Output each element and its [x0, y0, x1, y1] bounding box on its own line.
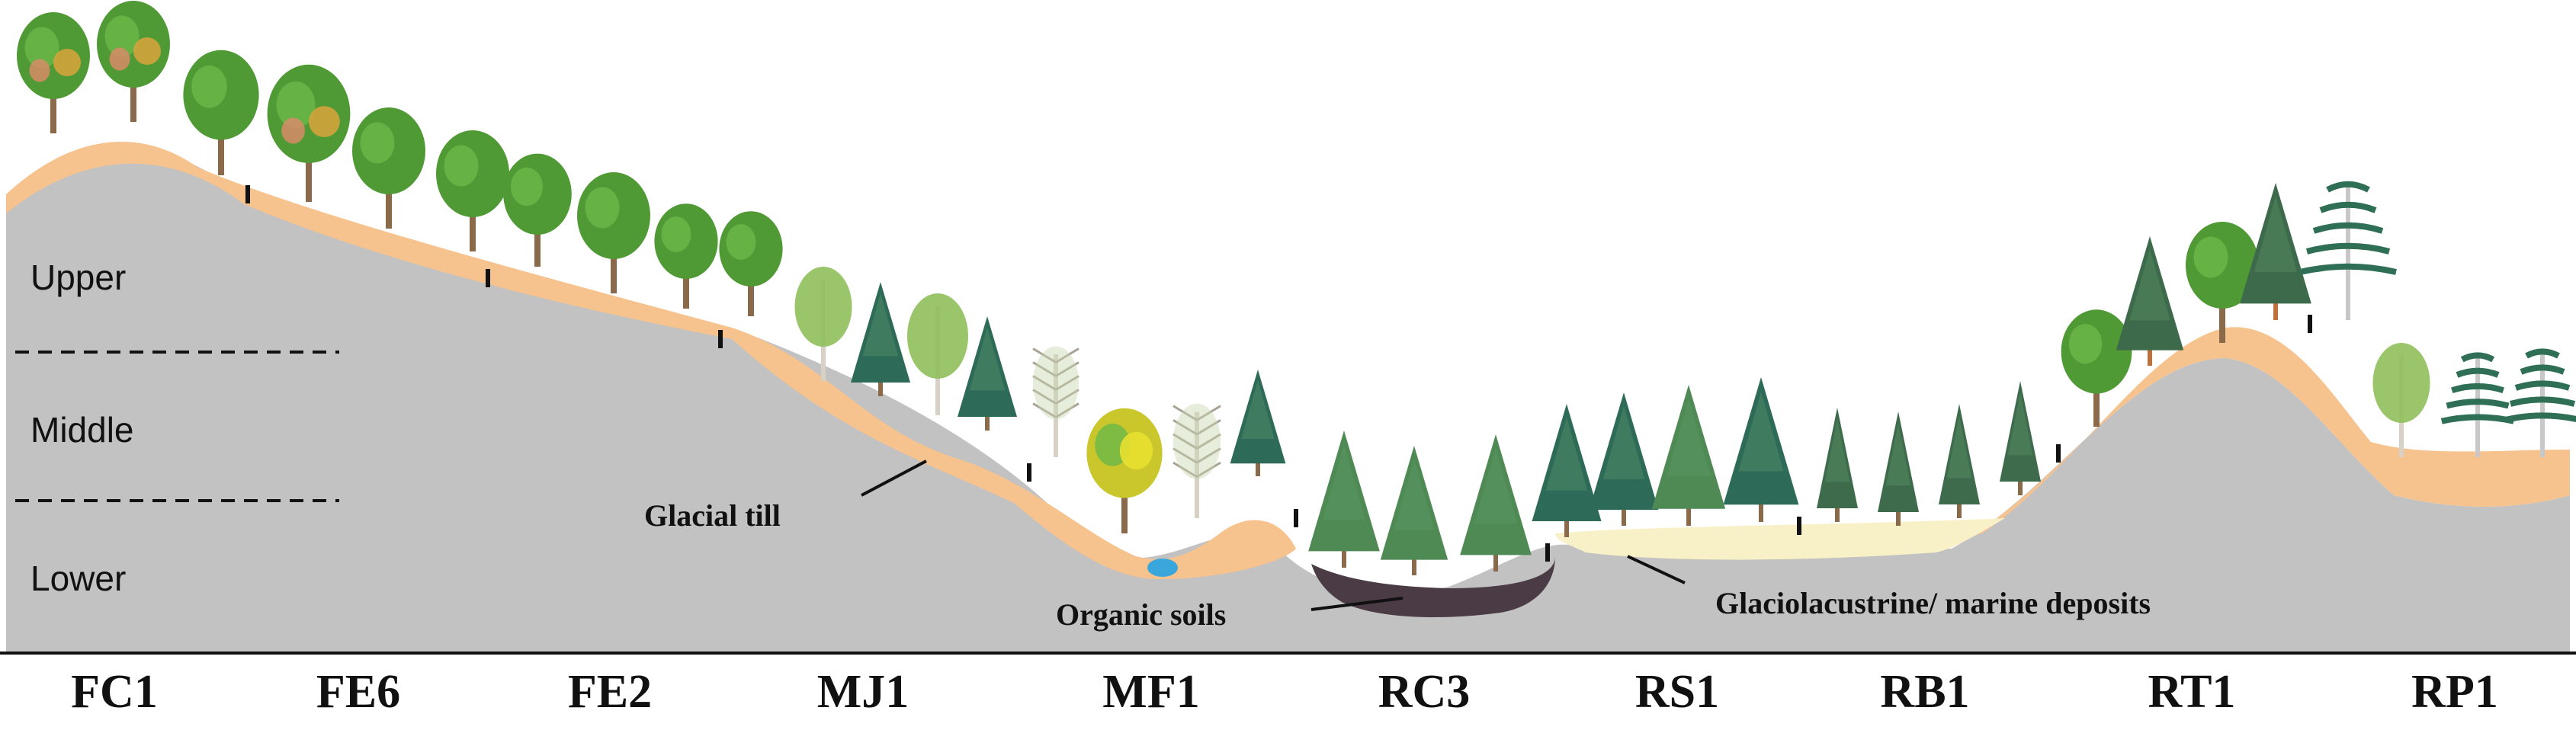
vegetation-layer [17, 1, 2576, 575]
site-boundary-tick [2308, 315, 2312, 333]
bedrock-profile [6, 150, 2570, 652]
tree-deciduous [503, 153, 572, 267]
tree-deciduous [2186, 222, 2259, 343]
tree-whitepine [2299, 181, 2397, 320]
organic-soils-label: Organic soils [1056, 597, 1226, 632]
site-code-fe6: FE6 [316, 666, 400, 718]
tree-deciduous [654, 203, 718, 309]
site-code-fc1: FC1 [71, 666, 158, 718]
site-code-rt1: RT1 [2148, 666, 2236, 718]
tree-deciduous [577, 172, 650, 293]
tree-bare [1173, 403, 1221, 518]
tree-deciduous [183, 50, 259, 175]
tree-birch [907, 293, 968, 415]
site-code-mj1: MJ1 [817, 666, 909, 718]
site-code-rb1: RB1 [1880, 666, 1969, 718]
glaciolacustrine-deposits-layer [1555, 518, 2005, 560]
tree-deciduous [719, 211, 783, 316]
tree-maple [17, 12, 90, 133]
site-code-strip: FC1 FE6 FE2 MJ1 MF1 RC3 RS1 RB1 RT1 RP1 [71, 666, 2498, 718]
tree-spruce [1651, 385, 1726, 526]
tree-fir [1939, 404, 1980, 518]
site-code-mf1: MF1 [1102, 666, 1199, 718]
slope-label-upper: Upper [30, 258, 126, 297]
site-code-fe2: FE2 [568, 666, 652, 718]
site-boundary-tick [718, 330, 723, 348]
water-pool [1147, 559, 1178, 577]
tree-conifer [958, 316, 1017, 431]
tree-deciduous [436, 130, 509, 251]
tree-maple [267, 64, 351, 202]
tree-conifer [1723, 377, 1799, 522]
tree-fir [2000, 381, 2041, 495]
slope-label-middle: Middle [30, 410, 134, 450]
glacial-till-label: Glacial till [644, 498, 781, 533]
tree-conifer [1230, 370, 1286, 476]
tree-conifer [1589, 392, 1659, 526]
tree-fir [1817, 408, 1858, 522]
glacial-till-layer-right [1967, 327, 2570, 537]
glaciolacustrine-label: Glaciolacustrine/ marine deposits [1715, 586, 2151, 620]
tree-deciduous [352, 107, 425, 229]
slope-label-lower: Lower [30, 559, 126, 598]
site-code-rc3: RC3 [1378, 666, 1471, 718]
tree-fir [1878, 411, 1919, 526]
tree-birch [794, 267, 852, 381]
site-code-rp1: RP1 [2411, 666, 2498, 718]
tree-pine [2240, 183, 2311, 320]
site-boundary-tick [2056, 444, 2061, 463]
tree-spruce [1460, 434, 1532, 572]
tree-bare [1032, 346, 1079, 457]
tree-whitepine [2440, 352, 2515, 457]
tree-spruce [1308, 431, 1380, 568]
glacial-till-leader [861, 459, 927, 497]
tree-maple [97, 1, 170, 122]
site-boundary-tick [1294, 509, 1298, 527]
tree-conifer [851, 282, 910, 396]
glaciolacustrine-leader [1627, 555, 1686, 584]
site-boundary-ticks [245, 185, 2312, 562]
tree-birch [2372, 343, 2430, 457]
site-boundary-tick [486, 269, 490, 287]
site-boundary-tick [1027, 463, 1031, 482]
site-boundary-tick [1797, 517, 1801, 535]
tree-conifer [1532, 404, 1602, 537]
tree-pine [2116, 236, 2184, 366]
site-boundary-tick [1545, 543, 1550, 562]
tree-deciduous [2061, 309, 2132, 427]
site-boundary-tick [245, 185, 250, 203]
tree-whitepine [2504, 348, 2576, 457]
glacial-till-layer [6, 142, 1296, 579]
organic-soils-leader [1310, 597, 1403, 611]
tree-yellow [1086, 408, 1163, 533]
site-code-rs1: RS1 [1635, 666, 1719, 718]
tree-spruce [1380, 446, 1448, 575]
